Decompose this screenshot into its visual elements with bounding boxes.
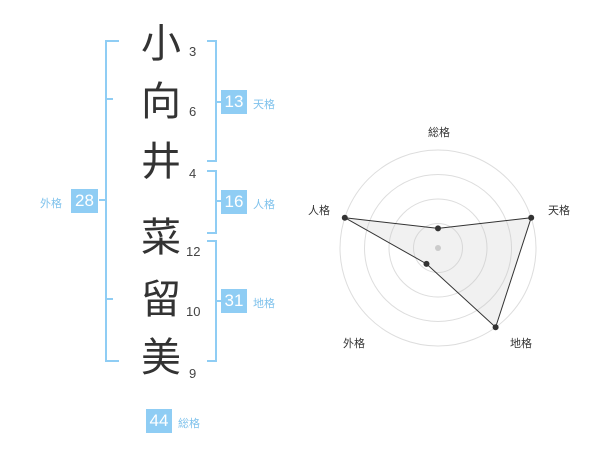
name-char-2: 向 xyxy=(141,79,181,125)
stroke-count-2: 6 xyxy=(189,104,197,119)
radar-ring-4 xyxy=(339,149,537,347)
radar-shape xyxy=(344,217,532,329)
chikaku-value-badge: 31 xyxy=(221,289,247,313)
radar-point-1 xyxy=(435,225,441,232)
radar-ring-2 xyxy=(388,198,488,298)
jinkaku-bracket-tick xyxy=(215,200,221,202)
name-char-5: 留 xyxy=(141,277,181,323)
jinkaku-value-badge: 16 xyxy=(221,190,247,214)
soukaku-value-badge: 44 xyxy=(146,409,172,433)
radar-label-jinkaku: 人格 xyxy=(308,204,330,217)
stroke-count-6: 9 xyxy=(189,366,197,381)
stroke-count-1: 3 xyxy=(189,44,197,59)
gaikaku-value-badge: 28 xyxy=(71,189,98,213)
radar-point-5 xyxy=(341,214,348,221)
gaikaku-bracket-tick xyxy=(99,199,105,201)
radar-ring-1 xyxy=(413,223,463,273)
tenkaku-label: 天格 xyxy=(253,98,275,111)
name-char-6: 美 xyxy=(141,335,181,381)
bracket-tick-b xyxy=(105,298,113,300)
radar-ring-3 xyxy=(364,174,512,322)
stroke-count-4: 12 xyxy=(186,244,201,259)
gaikaku-label: 外格 xyxy=(40,197,62,210)
jinkaku-bracket xyxy=(207,170,217,234)
stroke-count-5: 10 xyxy=(186,304,201,319)
radar-center xyxy=(435,245,441,251)
chikaku-bracket-tick xyxy=(215,300,221,302)
tenkaku-value-badge: 13 xyxy=(221,90,247,114)
chikaku-label: 地格 xyxy=(253,297,275,310)
tenkaku-bracket-tick xyxy=(215,101,221,103)
soukaku-label: 総格 xyxy=(178,417,200,430)
radar-label-gaikaku: 外格 xyxy=(343,337,365,350)
jinkaku-label: 人格 xyxy=(253,198,275,211)
radar-point-2 xyxy=(528,214,535,221)
radar-label-tenkaku: 天格 xyxy=(548,204,570,217)
radar-point-4 xyxy=(423,260,430,267)
stroke-count-3: 4 xyxy=(189,166,197,181)
radar-point-3 xyxy=(492,324,499,331)
radar-label-soukaku: 総格 xyxy=(428,126,450,139)
radar-label-chikaku: 地格 xyxy=(510,337,532,350)
bracket-tick-a xyxy=(105,98,113,100)
gaikaku-bracket xyxy=(105,40,119,362)
name-char-4: 菜 xyxy=(141,215,181,261)
name-char-3: 井 xyxy=(141,139,181,185)
name-char-1: 小 xyxy=(141,21,181,67)
